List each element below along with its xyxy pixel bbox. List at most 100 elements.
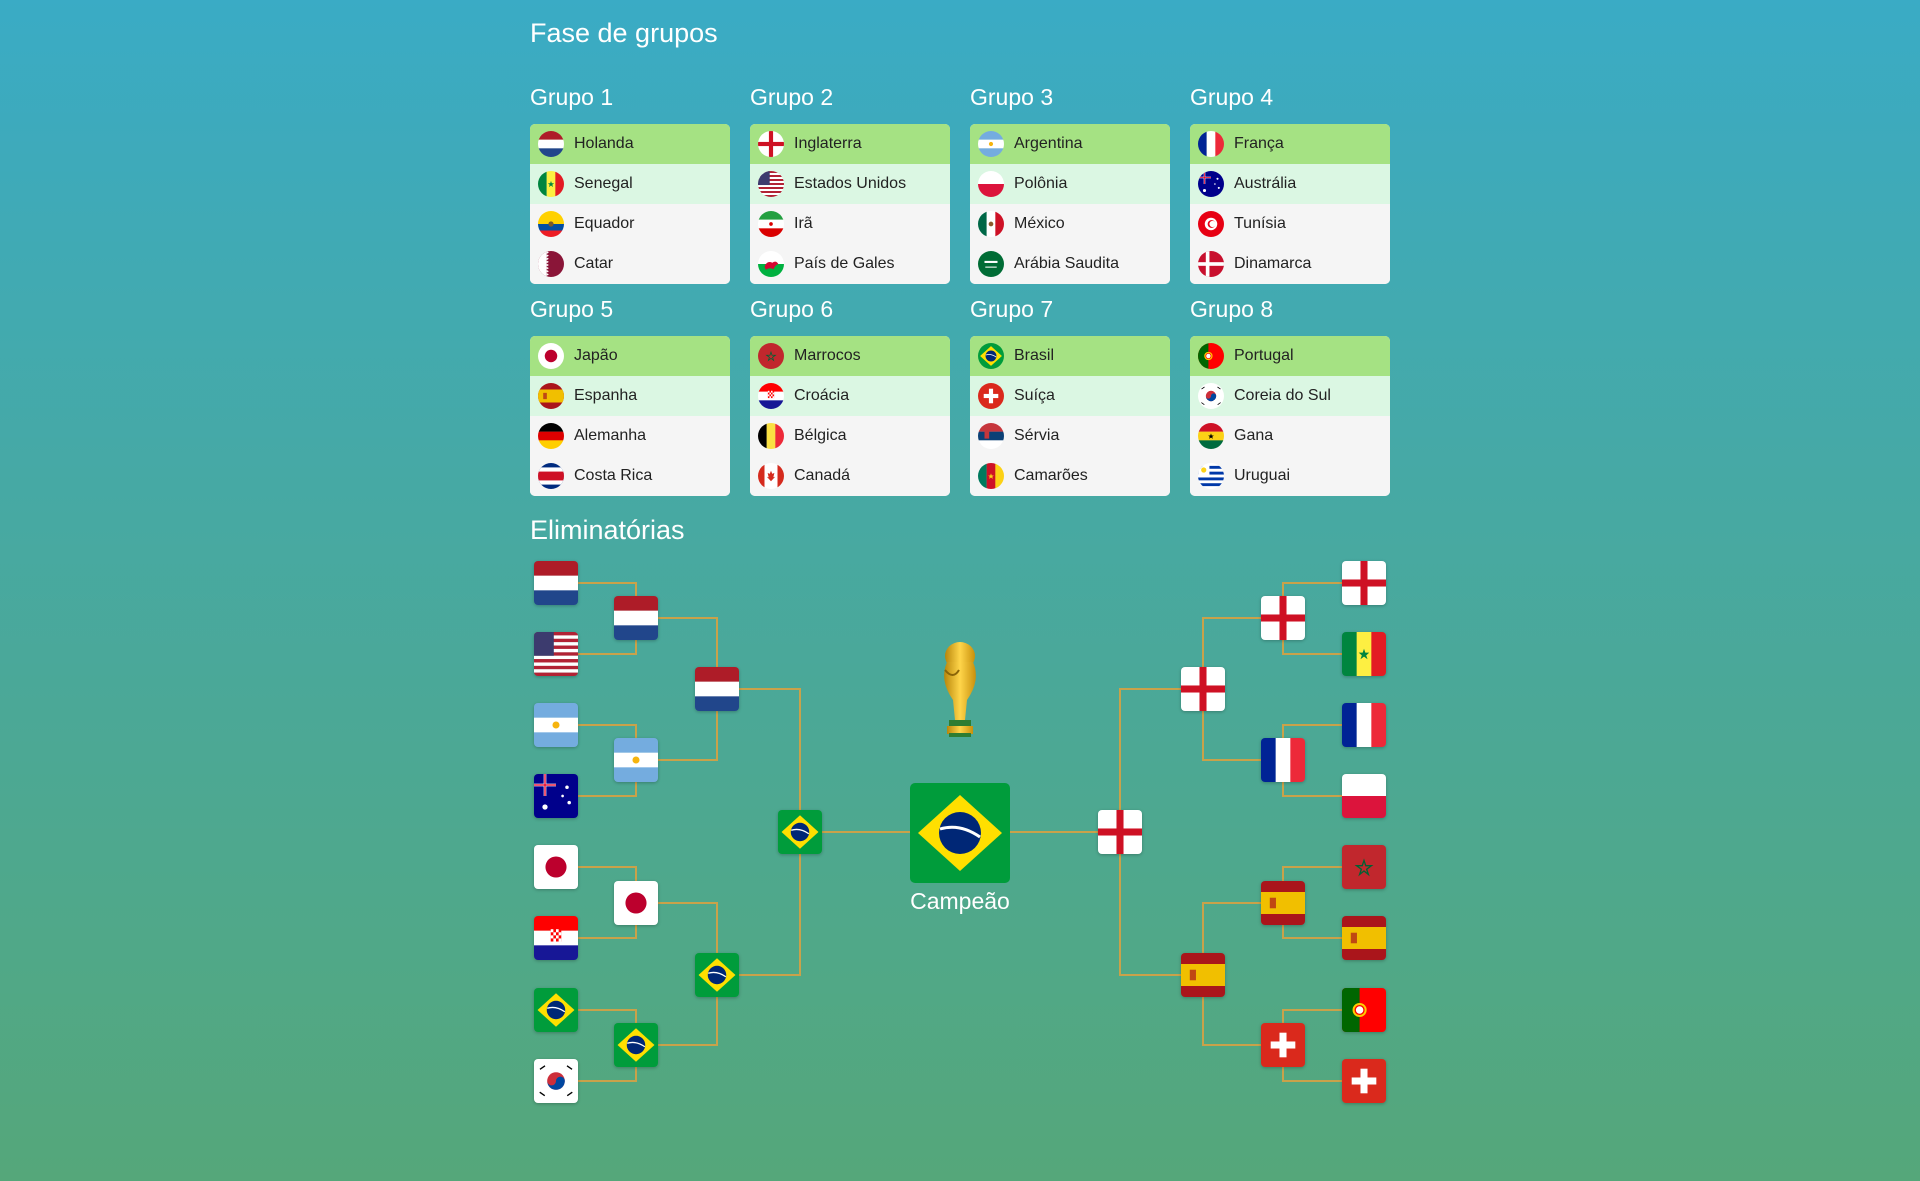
team-name: Catar [574,255,614,272]
team-name: Sérvia [1014,427,1060,444]
qf-left-flag[interactable] [614,738,658,782]
flag-icon [758,423,784,449]
flag-icon [978,383,1004,409]
team-row[interactable]: Dinamarca [1190,244,1390,284]
team-row[interactable]: Brasil [970,336,1170,376]
r16-left-flag[interactable] [534,774,578,818]
flag-icon [758,171,784,197]
team-row[interactable]: Canadá [750,456,950,496]
team-row[interactable]: País de Gales [750,244,950,284]
team-name: Canadá [794,467,851,484]
group-title: Grupo 2 [750,84,834,110]
team-row[interactable]: Camarões [970,456,1170,496]
team-row[interactable]: Bélgica [750,416,950,456]
team-row[interactable]: Gana [1190,416,1390,456]
team-name: Coreia do Sul [1234,387,1331,404]
qf-right-flag[interactable] [1261,738,1305,782]
flag-icon [758,463,784,489]
sf-right-flag[interactable] [1181,953,1225,997]
team-row[interactable]: Inglaterra [750,124,950,164]
flag-icon [978,343,1004,369]
r16-right-flag[interactable] [1342,561,1386,605]
flag-icon [758,251,784,277]
team-row[interactable]: Japão [530,336,730,376]
qf-right-flag[interactable] [1261,1023,1305,1067]
team-row[interactable]: Irã [750,204,950,244]
flag-icon [978,423,1004,449]
r16-left-flag[interactable] [534,1059,578,1103]
team-row[interactable]: Holanda [530,124,730,164]
team-name: Brasil [1014,347,1055,364]
qf-right-flag[interactable] [1261,596,1305,640]
r16-right-flag[interactable] [1342,916,1386,960]
r16-left-flag[interactable] [534,988,578,1032]
r16-left-flag[interactable] [534,632,578,676]
r16-right-flag[interactable] [1342,632,1386,676]
r16-right-flag[interactable] [1342,1059,1386,1103]
team-row[interactable]: Equador [530,204,730,244]
sf-left-flag[interactable] [695,953,739,997]
team-row[interactable]: Costa Rica [530,456,730,496]
team-row[interactable]: Marrocos [750,336,950,376]
group-title: Grupo 8 [1190,296,1274,322]
flag-icon [758,211,784,237]
team-row[interactable]: Espanha [530,376,730,416]
qf-right-flag[interactable] [1261,881,1305,925]
team-row[interactable]: Coreia do Sul [1190,376,1390,416]
flag-icon [538,423,564,449]
r16-right-flag[interactable] [1342,988,1386,1032]
team-name: México [1014,215,1065,232]
team-name: Japão [574,347,618,364]
sf-left-flag[interactable] [695,667,739,711]
team-row[interactable]: Portugal [1190,336,1390,376]
team-row[interactable]: Sérvia [970,416,1170,456]
team-row[interactable]: Argentina [970,124,1170,164]
team-row[interactable]: Polônia [970,164,1170,204]
knockout-title: Eliminatórias [530,515,685,545]
team-name: Costa Rica [574,467,653,484]
team-row[interactable]: Tunísia [1190,204,1390,244]
final-right-flag[interactable] [1098,810,1142,854]
team-row[interactable]: Arábia Saudita [970,244,1170,284]
final-left-flag[interactable] [778,810,822,854]
team-name: Espanha [574,387,638,404]
r16-left-flag[interactable] [534,916,578,960]
team-name: Tunísia [1234,215,1286,232]
flag-icon [978,131,1004,157]
team-row[interactable]: Austrália [1190,164,1390,204]
r16-left-flag[interactable] [534,561,578,605]
qf-left-flag[interactable] [614,1023,658,1067]
team-row[interactable]: Catar [530,244,730,284]
team-row[interactable]: Estados Unidos [750,164,950,204]
r16-right-flag[interactable] [1342,774,1386,818]
team-name: França [1234,135,1284,152]
flag-icon [1198,171,1224,197]
flag-icon [978,211,1004,237]
team-row[interactable]: Alemanha [530,416,730,456]
r16-left-flag[interactable] [534,845,578,889]
team-row[interactable]: Senegal [530,164,730,204]
r16-left-flag[interactable] [534,703,578,747]
team-row[interactable]: Uruguai [1190,456,1390,496]
sf-right-flag[interactable] [1181,667,1225,711]
qf-left-flag[interactable] [614,881,658,925]
team-row[interactable]: Suíça [970,376,1170,416]
team-row[interactable]: México [970,204,1170,244]
group-title: Grupo 4 [1190,84,1274,110]
team-name: Marrocos [794,347,861,364]
r16-right-flag[interactable] [1342,845,1386,889]
team-row[interactable]: Croácia [750,376,950,416]
team-name: Estados Unidos [794,175,907,192]
flag-icon [538,463,564,489]
team-row[interactable]: França [1190,124,1390,164]
qf-left-flag[interactable] [614,596,658,640]
team-name: Holanda [574,135,634,152]
r16-right-flag[interactable] [1342,703,1386,747]
flag-icon [758,343,784,369]
